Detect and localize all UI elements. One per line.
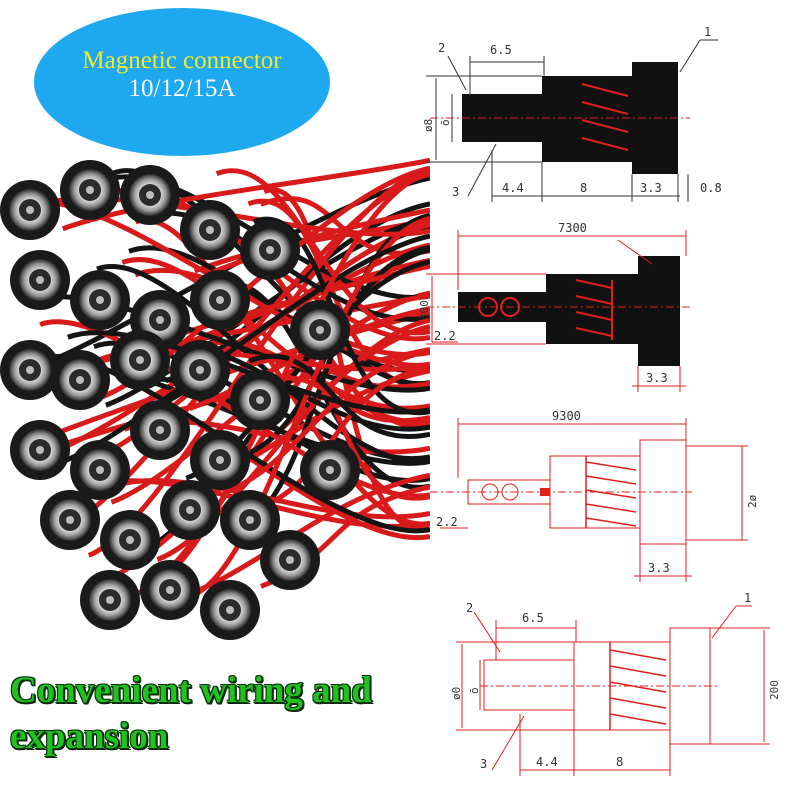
d3-flange-dim: 3.3	[648, 561, 670, 575]
d4-top-dim: 6.5	[522, 611, 544, 625]
dc-jack	[0, 180, 60, 240]
d1-callout-1: 1	[704, 25, 711, 39]
d1-top-dim: 6.5	[490, 43, 512, 57]
d4-bottom-dim-2: 8	[616, 755, 623, 769]
d4-left-dim: ø0	[450, 687, 463, 700]
dc-jack	[120, 165, 180, 225]
wire	[188, 306, 430, 411]
d1-thread-lines	[581, 83, 629, 151]
d1-thread-body	[542, 76, 634, 162]
wire	[256, 364, 430, 511]
d2-pin-dim: 2.2	[434, 329, 456, 343]
d1-bottom-dim-2: 8	[580, 181, 587, 195]
caption: Convenient wiring and expansion	[10, 668, 440, 760]
dc-jack	[0, 340, 60, 400]
badge-title: Magnetic connector	[82, 47, 282, 74]
d4-inner-dim: õ	[468, 687, 481, 694]
dc-jack	[40, 490, 100, 550]
d2-thread-lines	[575, 279, 613, 340]
dc-jack	[200, 580, 260, 640]
title-badge: Magnetic connector 10/12/15A	[34, 8, 330, 156]
dc-jack	[230, 370, 290, 430]
d1-inner-dim: õ	[439, 119, 452, 126]
d1-bottom-dim-3: 3.3	[640, 181, 662, 195]
d4-callout-3: 3	[480, 757, 487, 771]
d3-pin-dim: 2.2	[436, 515, 458, 529]
d4-bottom-dim-1: 4.4	[536, 755, 558, 769]
d2-left-dim: 300	[418, 300, 431, 320]
d1-left-dim: ø8	[422, 119, 435, 132]
wire	[215, 168, 430, 336]
drawing-4	[456, 605, 770, 776]
dc-jack	[160, 480, 220, 540]
wire	[190, 216, 430, 599]
d4-callout-1: 1	[744, 591, 751, 605]
d1-callout-3: 3	[452, 185, 459, 199]
dc-jack	[300, 440, 360, 500]
d3-flange	[639, 439, 687, 545]
connector-photo	[0, 157, 430, 640]
wire	[222, 348, 430, 496]
dc-jack	[190, 430, 250, 490]
d3-top-dim: 9300	[552, 409, 581, 423]
dc-jack	[50, 350, 110, 410]
drawing-2	[426, 230, 690, 392]
badge-rating: 10/12/15A	[128, 75, 236, 102]
wire	[184, 472, 430, 599]
dc-jack	[80, 570, 140, 630]
d2-top-dim: 7300	[558, 221, 587, 235]
dc-jack	[10, 250, 70, 310]
d4-callout-2: 2	[466, 601, 473, 615]
dc-jack	[190, 270, 250, 330]
dc-jack	[220, 490, 280, 550]
dc-jack	[60, 160, 120, 220]
jack-cluster	[0, 160, 360, 640]
dc-jack	[10, 420, 70, 480]
d1-callout-2: 2	[438, 41, 445, 55]
dc-jack	[110, 330, 170, 390]
dc-jack	[130, 400, 190, 460]
d4-pin	[483, 659, 575, 711]
d4-right-dim: 200	[768, 680, 781, 700]
d1-bottom-dim-1: 4.4	[502, 181, 524, 195]
wire	[152, 170, 430, 585]
wire	[248, 353, 430, 439]
technical-drawings: 6.5 1 2 3 ø8 õ 4.4 8 3.3 0.8 7300 300 2.…	[418, 25, 781, 776]
d3-right-dim: 2ø	[746, 494, 759, 508]
d1-bottom-dim-4: 0.8	[700, 181, 722, 195]
dc-jack	[130, 290, 190, 350]
drawing-3	[430, 418, 748, 582]
wire	[212, 207, 430, 275]
dc-jack	[70, 270, 130, 330]
dc-jack	[140, 560, 200, 620]
drawing-1	[426, 39, 718, 202]
dc-jack	[170, 340, 230, 400]
dc-jack	[240, 220, 300, 280]
caption-line-2: expansion	[10, 716, 169, 757]
caption-line-1: Convenient wiring and	[10, 670, 372, 711]
dc-jack	[70, 440, 130, 500]
wire	[66, 330, 430, 415]
d2-flange-dim: 3.3	[646, 371, 668, 385]
d2-flange	[638, 256, 680, 366]
dc-jack	[260, 530, 320, 590]
dc-jack	[100, 510, 160, 570]
dc-jack	[290, 300, 350, 360]
dc-jack	[180, 200, 240, 260]
